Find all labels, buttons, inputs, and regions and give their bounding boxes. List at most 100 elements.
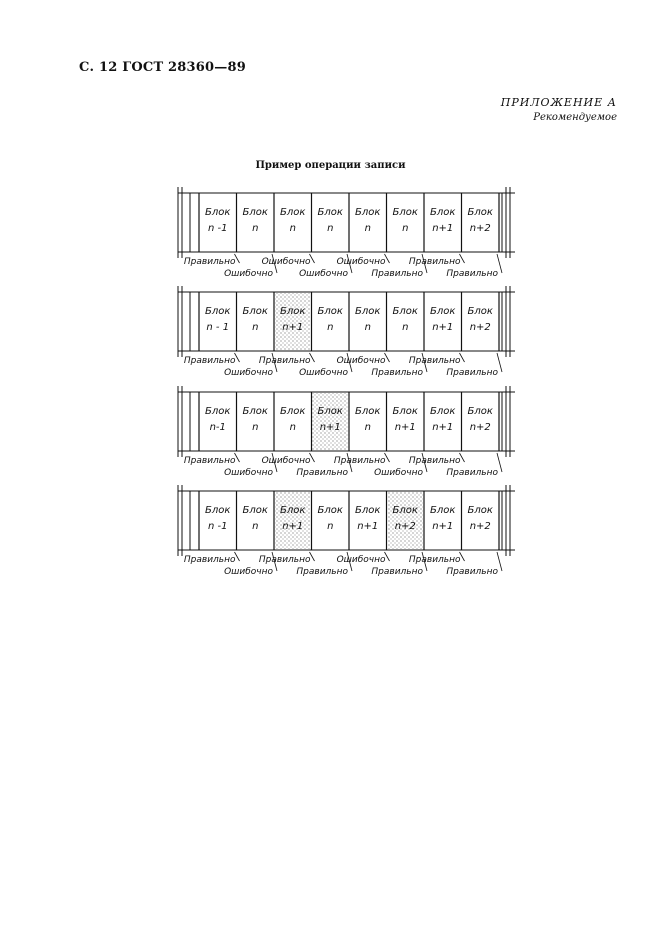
- block-number: n -1: [208, 223, 228, 234]
- block-number: n+1: [357, 521, 378, 532]
- block-number: n - 1: [206, 322, 229, 333]
- block-number: n: [327, 223, 333, 234]
- status-label: Правильно: [259, 555, 311, 565]
- status-label: Правильно: [371, 368, 423, 378]
- figure-title: Пример операции записи: [255, 160, 406, 171]
- status-label: Ошибочно: [224, 468, 273, 478]
- status-leader: [309, 551, 315, 562]
- status-leader: [271, 452, 278, 473]
- block-label: Блок: [205, 406, 230, 417]
- status-leader: [421, 551, 428, 572]
- block-shading: [387, 492, 423, 549]
- status-leader: [346, 452, 353, 473]
- block-number: n: [402, 223, 408, 234]
- status-label: Ошибочно: [262, 257, 311, 267]
- appendix-heading: ПРИЛОЖЕНИЕ А Рекомендуемое: [501, 96, 617, 123]
- block-label: Блок: [468, 207, 493, 218]
- block-number: n+2: [470, 223, 491, 234]
- block-number: n: [252, 521, 258, 532]
- status-leader: [496, 253, 503, 274]
- block-number: n+1: [432, 521, 453, 532]
- block-label: Блок: [355, 406, 380, 417]
- block-label: Блок: [318, 306, 343, 317]
- block-label: Блок: [468, 505, 493, 516]
- status-label: Правильно: [296, 567, 348, 577]
- status-label: Правильно: [446, 269, 498, 279]
- block-number: n+2: [470, 521, 491, 532]
- block-number: n: [365, 322, 371, 333]
- block-number: n: [252, 422, 258, 433]
- status-label: Ошибочно: [224, 269, 273, 279]
- tape-row-3: Блокn-1БлокnБлокnБлокn+1БлокnБлокn+1Блок…: [177, 386, 515, 478]
- block-label: Блок: [243, 306, 268, 317]
- status-label: Ошибочно: [337, 555, 386, 565]
- status-leader: [384, 352, 390, 363]
- status-leader: [346, 352, 353, 373]
- block-number: n+1: [432, 322, 453, 333]
- status-label: Правильно: [446, 468, 498, 478]
- block-number: n-1: [210, 422, 226, 433]
- status-leader: [271, 352, 278, 373]
- status-label: Правильно: [409, 555, 461, 565]
- block-number: n+2: [470, 422, 491, 433]
- block-number: n+1: [282, 322, 303, 333]
- block-number: n -1: [208, 521, 228, 532]
- block-label: Блок: [280, 505, 305, 516]
- status-leader: [346, 551, 353, 572]
- status-leader: [459, 253, 465, 264]
- block-label: Блок: [430, 406, 455, 417]
- block-number: n: [290, 422, 296, 433]
- block-number: n+1: [432, 422, 453, 433]
- status-leader: [421, 253, 428, 274]
- status-label: Ошибочно: [337, 257, 386, 267]
- status-leader: [384, 452, 390, 463]
- block-label: Блок: [318, 207, 343, 218]
- status-leader: [459, 352, 465, 363]
- page-header: С. 12 ГОСТ 28360—89: [79, 60, 246, 75]
- block-label: Блок: [205, 306, 230, 317]
- block-label: Блок: [430, 207, 455, 218]
- block-number: n+1: [282, 521, 303, 532]
- status-leader: [309, 452, 315, 463]
- block-label: Блок: [430, 505, 455, 516]
- block-label: Блок: [468, 406, 493, 417]
- block-label: Блок: [393, 505, 418, 516]
- status-leader: [234, 551, 240, 562]
- block-label: Блок: [393, 207, 418, 218]
- block-label: Блок: [205, 207, 230, 218]
- block-label: Блок: [318, 406, 343, 417]
- block-label: Блок: [205, 505, 230, 516]
- status-label: Правильно: [409, 257, 461, 267]
- block-number: n+1: [432, 223, 453, 234]
- status-leader: [309, 253, 315, 264]
- status-label: Правильно: [409, 456, 461, 466]
- block-number: n: [327, 521, 333, 532]
- block-number: n: [365, 223, 371, 234]
- status-label: Ошибочно: [224, 567, 273, 577]
- status-label: Правильно: [184, 456, 236, 466]
- status-label: Ошибочно: [299, 368, 348, 378]
- block-label: Блок: [318, 505, 343, 516]
- block-number: n: [402, 322, 408, 333]
- status-leader: [496, 452, 503, 473]
- appendix-title: ПРИЛОЖЕНИЕ А: [500, 96, 617, 109]
- status-label: Правильно: [184, 356, 236, 366]
- block-label: Блок: [243, 406, 268, 417]
- status-leader: [459, 551, 465, 562]
- status-leader: [384, 551, 390, 562]
- status-leader: [496, 352, 503, 373]
- status-label: Правильно: [371, 269, 423, 279]
- status-label: Ошибочно: [262, 456, 311, 466]
- status-label: Правильно: [184, 257, 236, 267]
- block-label: Блок: [355, 207, 380, 218]
- block-shading: [275, 492, 311, 549]
- status-leader: [496, 551, 503, 572]
- block-number: n+2: [395, 521, 416, 532]
- status-label: Правильно: [259, 356, 311, 366]
- block-number: n: [290, 223, 296, 234]
